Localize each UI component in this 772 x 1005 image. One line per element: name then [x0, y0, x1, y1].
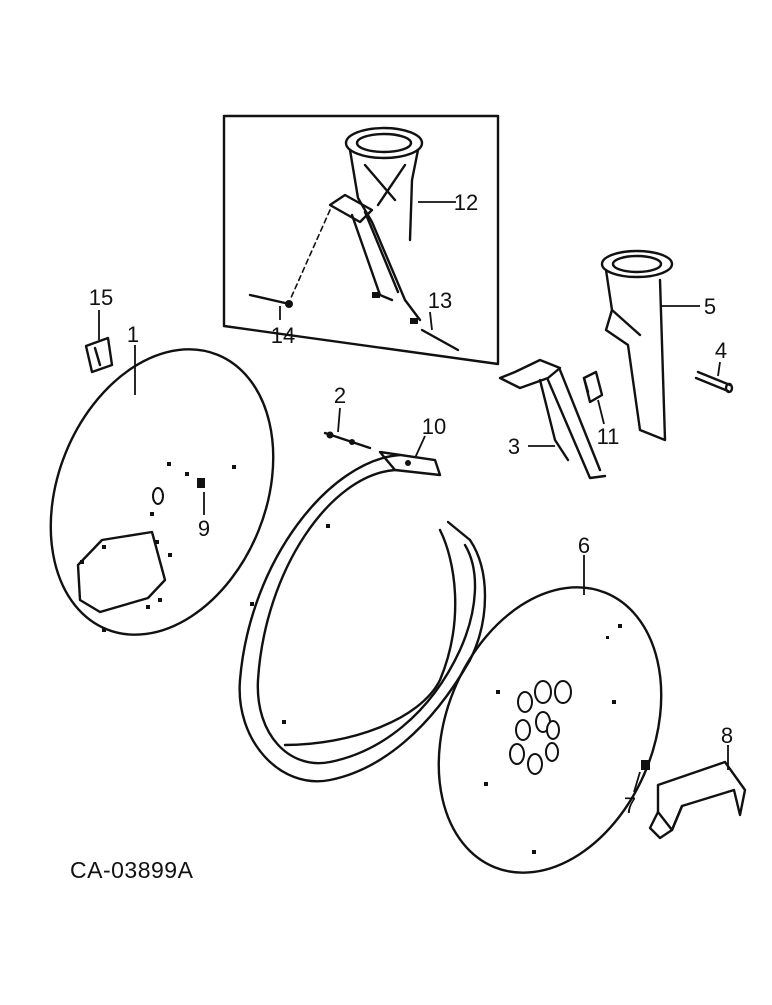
part-2-bolt: [323, 431, 372, 450]
callout-3: 3: [508, 434, 520, 459]
drawing-code: CA-03899A: [70, 857, 194, 883]
part-15-clip: [84, 336, 114, 374]
part-12-chute-mount: [289, 126, 424, 324]
callout-14: 14: [271, 323, 295, 348]
callout-2: 2: [334, 383, 346, 408]
callout-labels: 1 2 3 4 5 6 7 8 9 10 11 12 13 14 15: [89, 190, 733, 818]
callout-9: 9: [198, 516, 210, 541]
part-6-front-plate: [437, 586, 663, 874]
callout-15: 15: [89, 285, 113, 310]
callout-7: 7: [624, 793, 636, 818]
callout-13: 13: [428, 288, 452, 313]
part-8-guard: [648, 760, 747, 840]
leader-lines: [98, 201, 729, 793]
part-14-bolt: [248, 293, 293, 308]
part-5-chute: [600, 249, 674, 442]
callout-12: 12: [454, 190, 478, 215]
inset-frame: [222, 114, 500, 366]
part-3-bracket: [498, 358, 607, 480]
callout-6: 6: [578, 533, 590, 558]
inset-detail: [222, 114, 500, 366]
part-9-nut: [197, 478, 205, 488]
part-13-pin: [420, 328, 460, 352]
callout-8: 8: [721, 723, 733, 748]
part-11-clip: [582, 370, 604, 404]
callout-5: 5: [704, 294, 716, 319]
callout-11: 11: [597, 424, 620, 449]
part-10-band: [238, 450, 487, 783]
callout-1: 1: [127, 322, 139, 347]
callout-4: 4: [715, 338, 727, 363]
part-1-rear-plate: [49, 348, 275, 636]
part-4-pin: [694, 370, 734, 394]
part-7-nut: [641, 760, 650, 770]
callout-10: 10: [422, 414, 446, 439]
